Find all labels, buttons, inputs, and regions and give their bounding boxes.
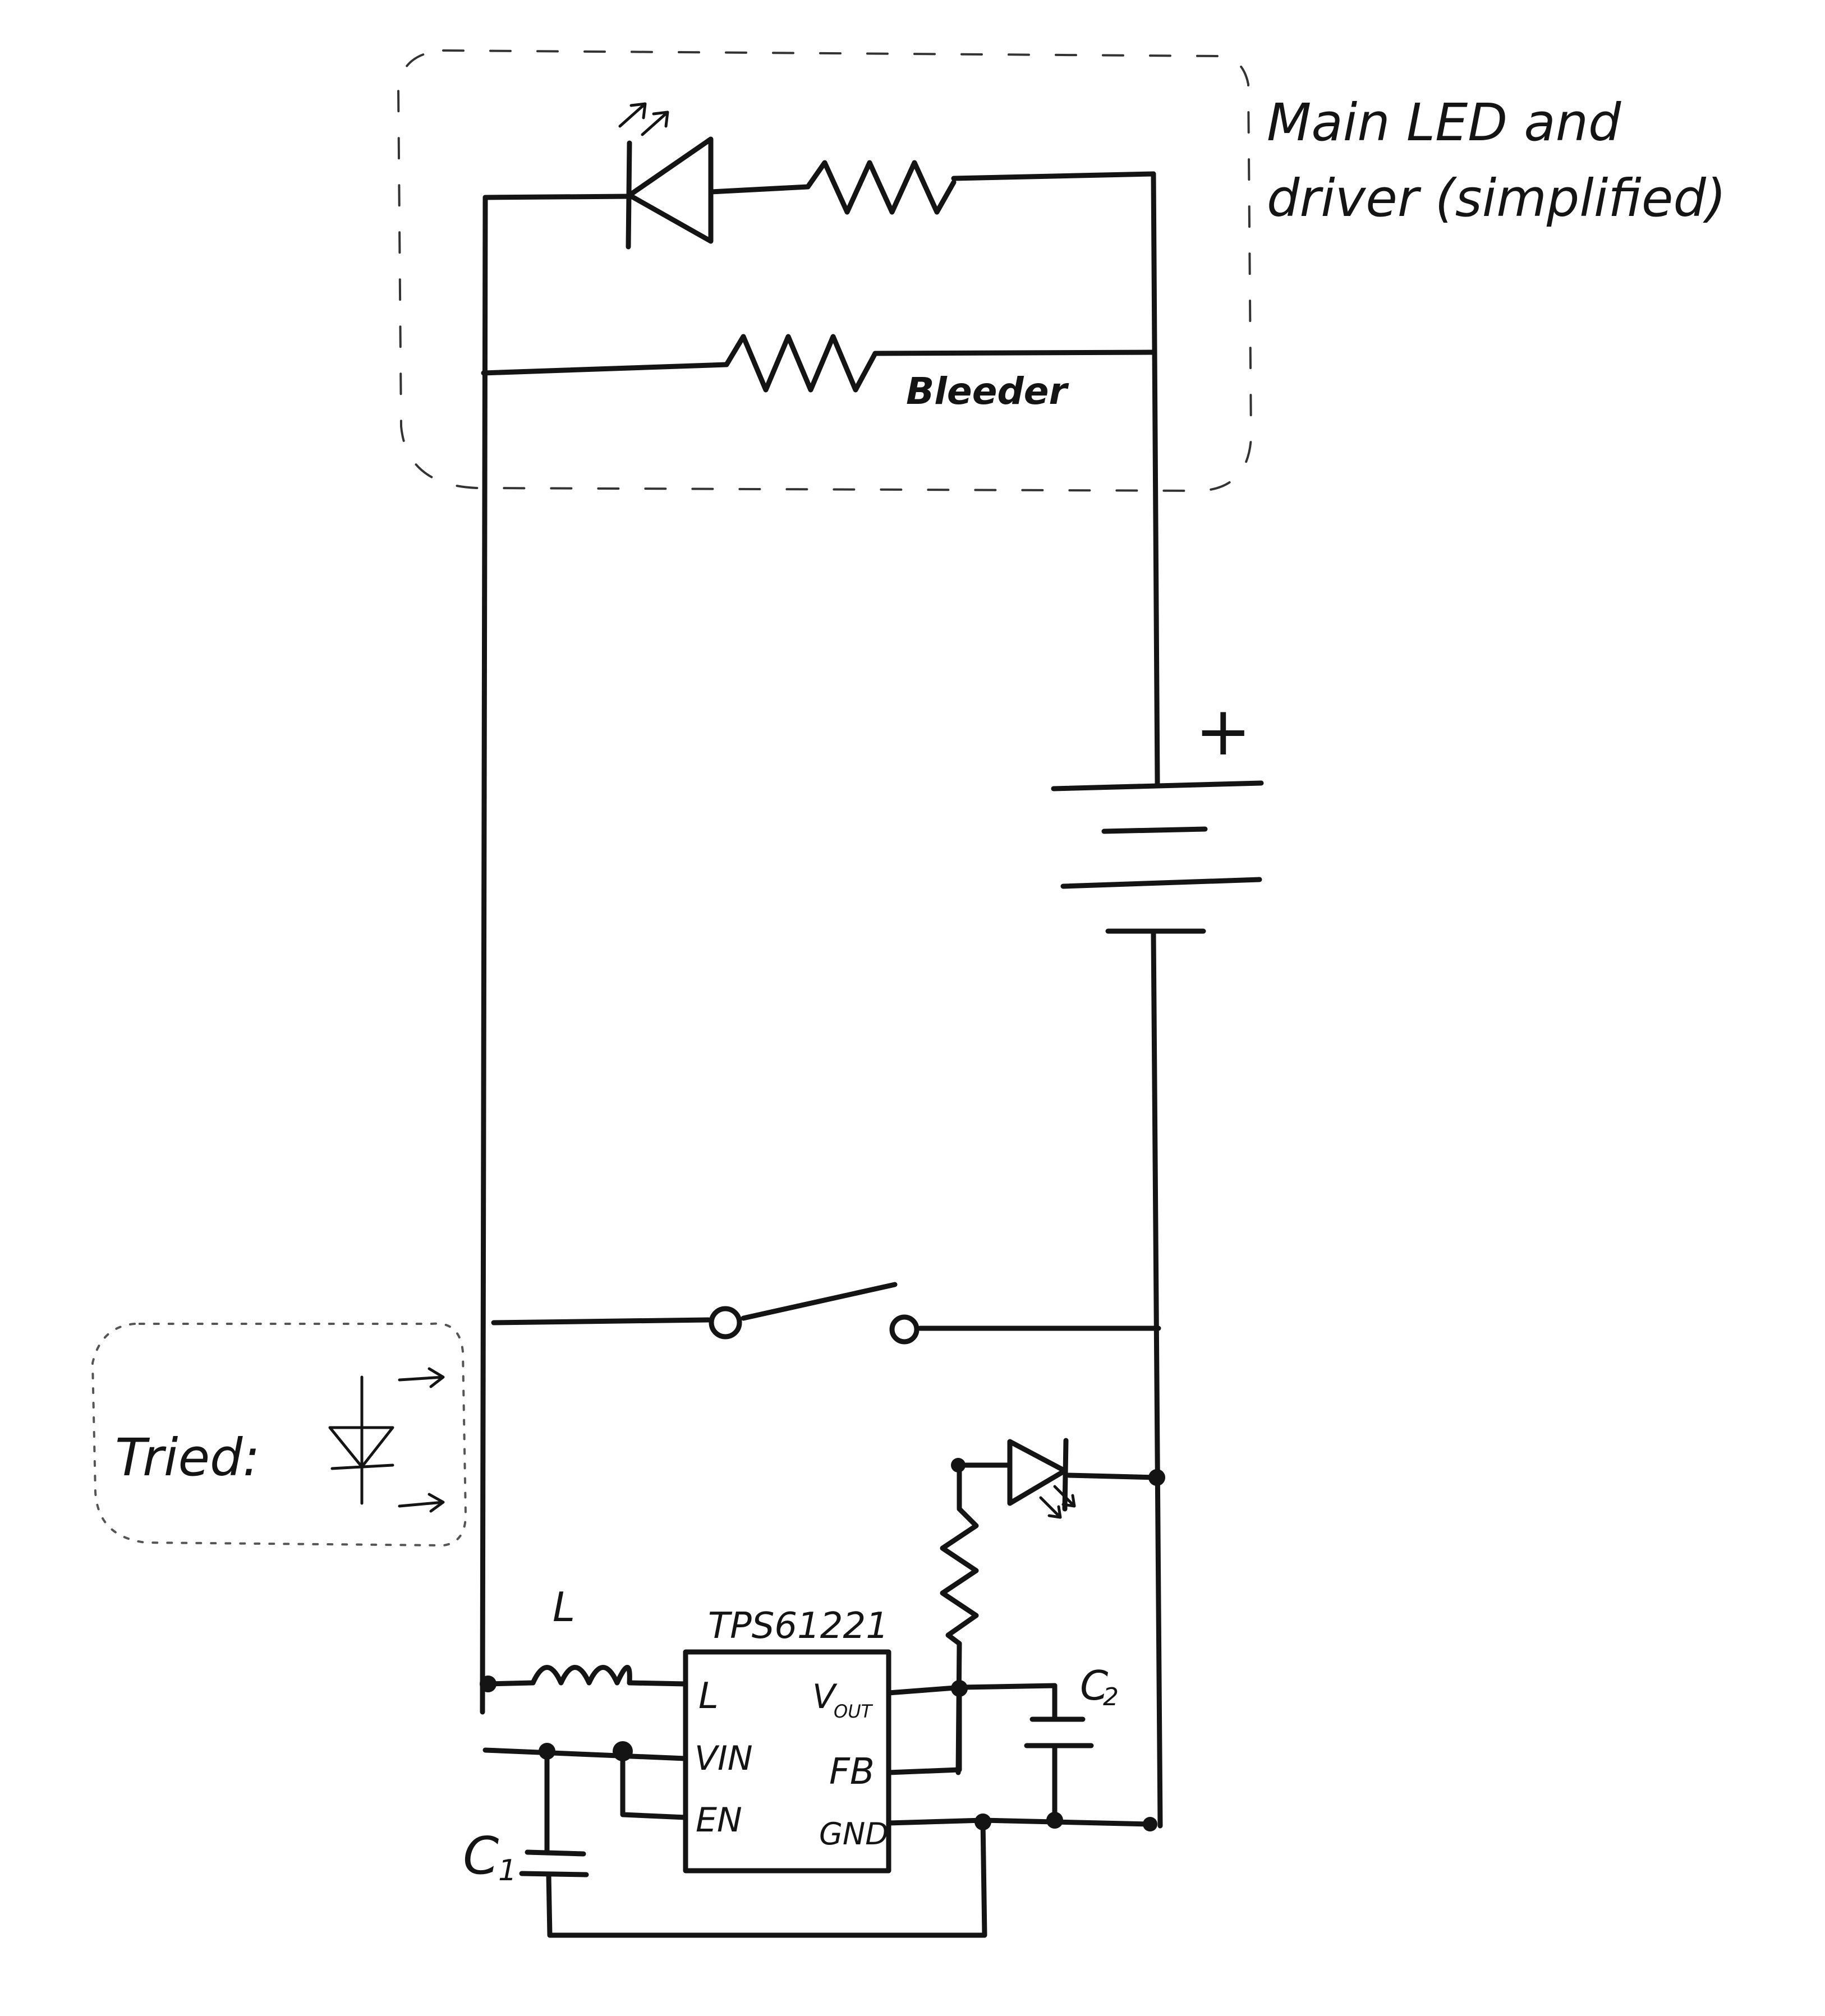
main-switch-icon — [491, 1282, 1161, 1345]
bleeder-branch: Bleeder — [481, 334, 1156, 413]
pin-vin-label: VIN — [695, 1739, 753, 1778]
regulator-ic: TPS61221 L VIN EN V OUT FB GND — [683, 1605, 891, 1874]
inductor-icon — [530, 1665, 632, 1686]
junction-nodes — [480, 1458, 1165, 1831]
alternative-diode-icon — [328, 1367, 445, 1513]
c1-label: C — [463, 1826, 499, 1886]
battery-icon: + — [1051, 693, 1264, 934]
bleeder-label: Bleeder — [906, 370, 1069, 413]
main-led-group-outline — [397, 49, 1253, 493]
indicator-led-branch — [940, 1438, 1160, 1775]
main-loop-wires — [480, 171, 1163, 1829]
tried-label: Tried: — [115, 1428, 260, 1488]
pin-vout-subscript: OUT — [834, 1701, 874, 1722]
c2-subscript: 2 — [1103, 1683, 1119, 1711]
main-led-icon — [618, 102, 714, 250]
pin-vout-label: V — [812, 1677, 838, 1716]
indicator-led-icon — [1007, 1438, 1076, 1519]
pin-gnd-label: GND — [819, 1816, 889, 1852]
pin-l-label: L — [698, 1676, 719, 1717]
output-side-wiring: C 2 — [886, 1662, 1153, 1827]
inductor-label: L — [553, 1584, 575, 1631]
indicator-resistor-icon — [940, 1506, 979, 1646]
regulator-part-name: TPS61221 — [708, 1605, 889, 1647]
pin-en-label: EN — [696, 1801, 742, 1840]
bleeder-resistor-icon — [724, 334, 878, 393]
input-side-wiring: L C 1 — [463, 1584, 987, 1938]
c2-label: C — [1080, 1662, 1109, 1709]
c1-subscript: 1 — [498, 1854, 517, 1888]
main-led-branch — [482, 102, 1156, 250]
main-led-group-title-line2: driver (simplified) — [1267, 168, 1726, 228]
c1-capacitor-icon — [519, 1849, 589, 1877]
battery-plus-sign: + — [1195, 693, 1252, 771]
tried-alternative-group: Tried: — [91, 1322, 467, 1547]
main-led-resistor-icon — [805, 160, 957, 215]
main-led-group-title-line1: Main LED and — [1267, 93, 1621, 153]
pin-fb-label: FB — [829, 1751, 875, 1793]
c2-capacitor-icon — [1024, 1716, 1094, 1748]
